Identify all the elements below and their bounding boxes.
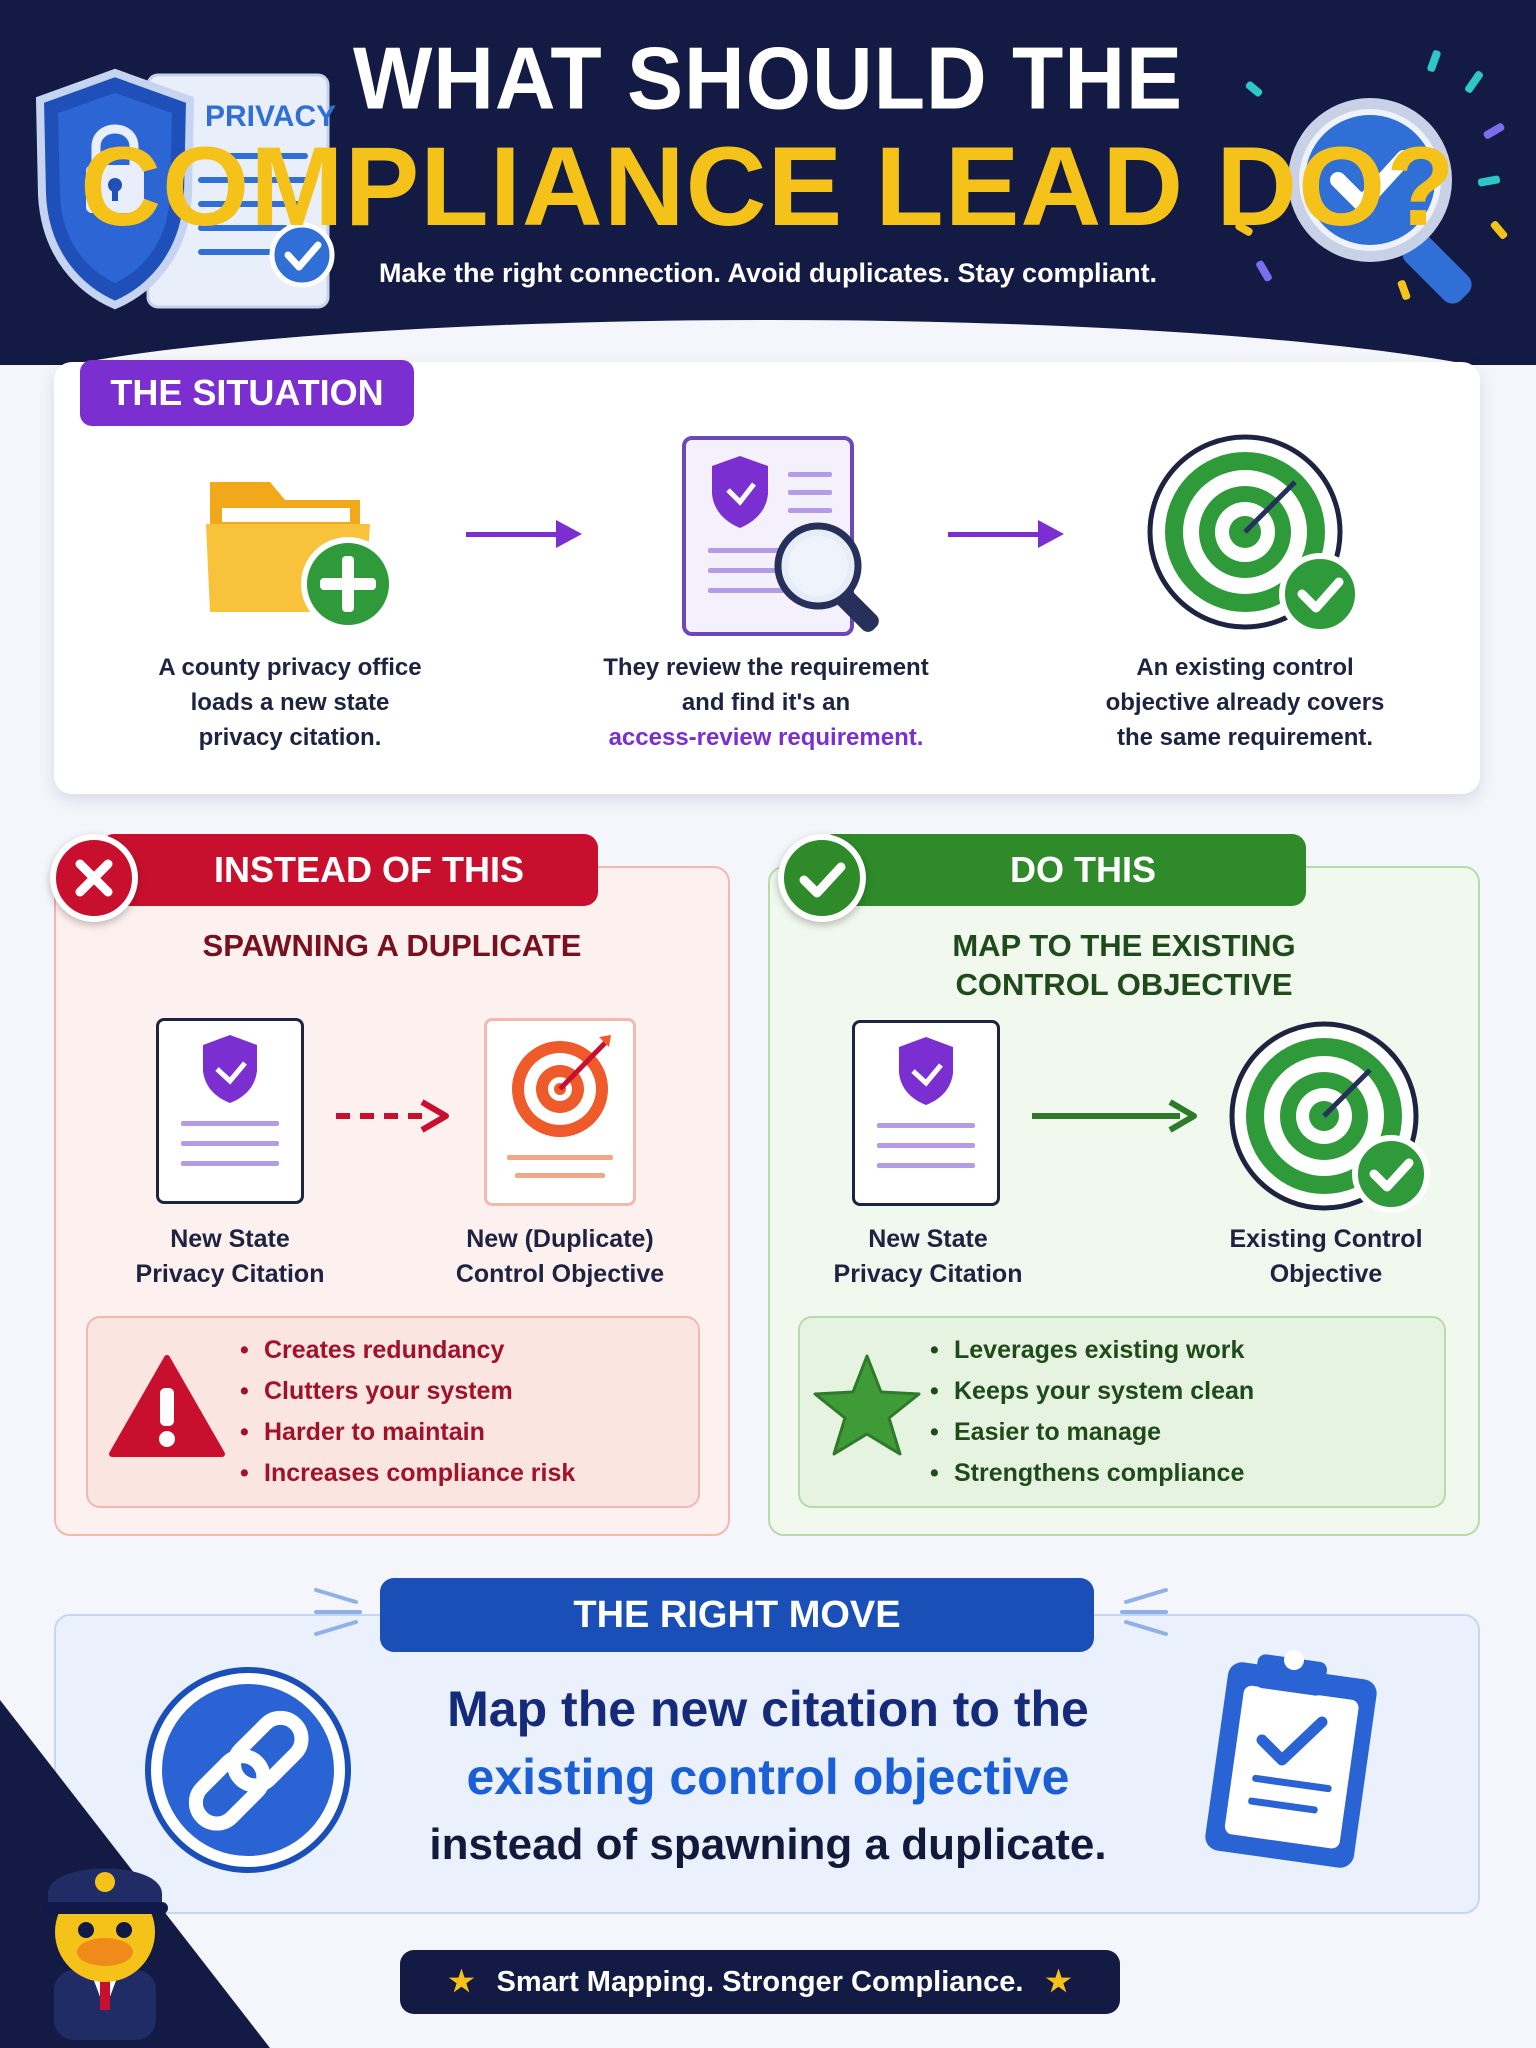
right-move-line-1: Map the new citation to the [447,1681,1089,1737]
target-check-icon [1147,434,1361,635]
title-line-2: COMPLIANCE LEAD DO? [80,124,1456,249]
dothis-left-caption: New State Privacy Citation [833,1225,1023,1288]
dashed-arrow-icon [336,1099,449,1133]
right-move-line-2: existing control objective [466,1749,1070,1805]
dothis-subtitle: MAP TO THE EXISTING CONTROL OBJECTIVE [952,928,1296,1002]
footer-tagline: Smart Mapping. Stronger Compliance. [496,1966,1024,1998]
star-icon: ★ [448,1966,475,1998]
clipboard-check-icon [1205,1650,1377,1868]
star-icon: ★ [1045,1966,1072,1998]
list-item: Increases compliance risk [236,1453,686,1494]
situation-arrow-2 [948,520,1064,548]
duplicate-objective-doc-icon [484,1018,636,1206]
list-item: Creates redundancy [236,1330,686,1371]
situation-step-2: They review the requirement and find it'… [576,650,956,755]
warning-icon [109,1355,225,1457]
list-item: Harder to maintain [236,1412,686,1453]
right-move-line-3: instead of spawning a duplicate. [429,1820,1107,1869]
dothis-bullet-list: Leverages existing work Keeps your syste… [926,1330,1426,1494]
instead-right-caption: New (Duplicate) Control Objective [455,1225,665,1288]
title-line-1: WHAT SHOULD THE [352,28,1184,128]
situation-step-1: A county privacy office loads a new stat… [158,654,422,751]
footer-tagline-pill: ★ Smart Mapping. Stronger Compliance. ★ [400,1950,1120,2014]
header-subtitle: Make the right connection. Avoid duplica… [378,258,1158,288]
check-icon [778,834,866,922]
dothis-label: DO THIS [820,834,1306,906]
captain-duck-mascot [42,1868,168,2040]
citation-doc-icon [156,1018,304,1204]
situation-arrow-1 [466,520,582,548]
list-item: Strengthens compliance [926,1453,1426,1494]
spark-lines-decoration [314,1588,362,1636]
dothis-right-caption: Existing Control Objective [1229,1225,1423,1288]
instead-bullet-list: Creates redundancy Clutters your system … [236,1330,686,1494]
x-icon [50,834,138,922]
magnifier-check-icon [1288,98,1472,304]
confetti-decoration [1235,50,1508,300]
target-check-icon [1229,1021,1430,1213]
list-item: Keeps your system clean [926,1371,1426,1412]
situation-step-3: An existing control objective already co… [1105,654,1385,751]
access-review-highlight: access-review requirement. [608,724,924,751]
privacy-doc-label: PRIVACY [205,100,337,133]
situation-label: THE SITUATION [80,360,414,426]
document-search-icon [682,436,879,636]
shield-lock-icon [35,68,335,310]
instead-left-caption: New State Privacy Citation [135,1225,325,1288]
spark-lines-decoration [1120,1588,1168,1636]
right-move-label: THE RIGHT MOVE [380,1578,1094,1652]
instead-subtitle: SPAWNING A DUPLICATE [202,928,582,963]
list-item: Easier to manage [926,1412,1426,1453]
star-icon [813,1354,921,1456]
list-item: Leverages existing work [926,1330,1426,1371]
folder-plus-icon [206,482,395,631]
citation-doc-icon [852,1020,1000,1206]
solid-arrow-icon [1032,1099,1197,1133]
instead-label: INSTEAD OF THIS [100,834,598,906]
list-item: Clutters your system [236,1371,686,1412]
